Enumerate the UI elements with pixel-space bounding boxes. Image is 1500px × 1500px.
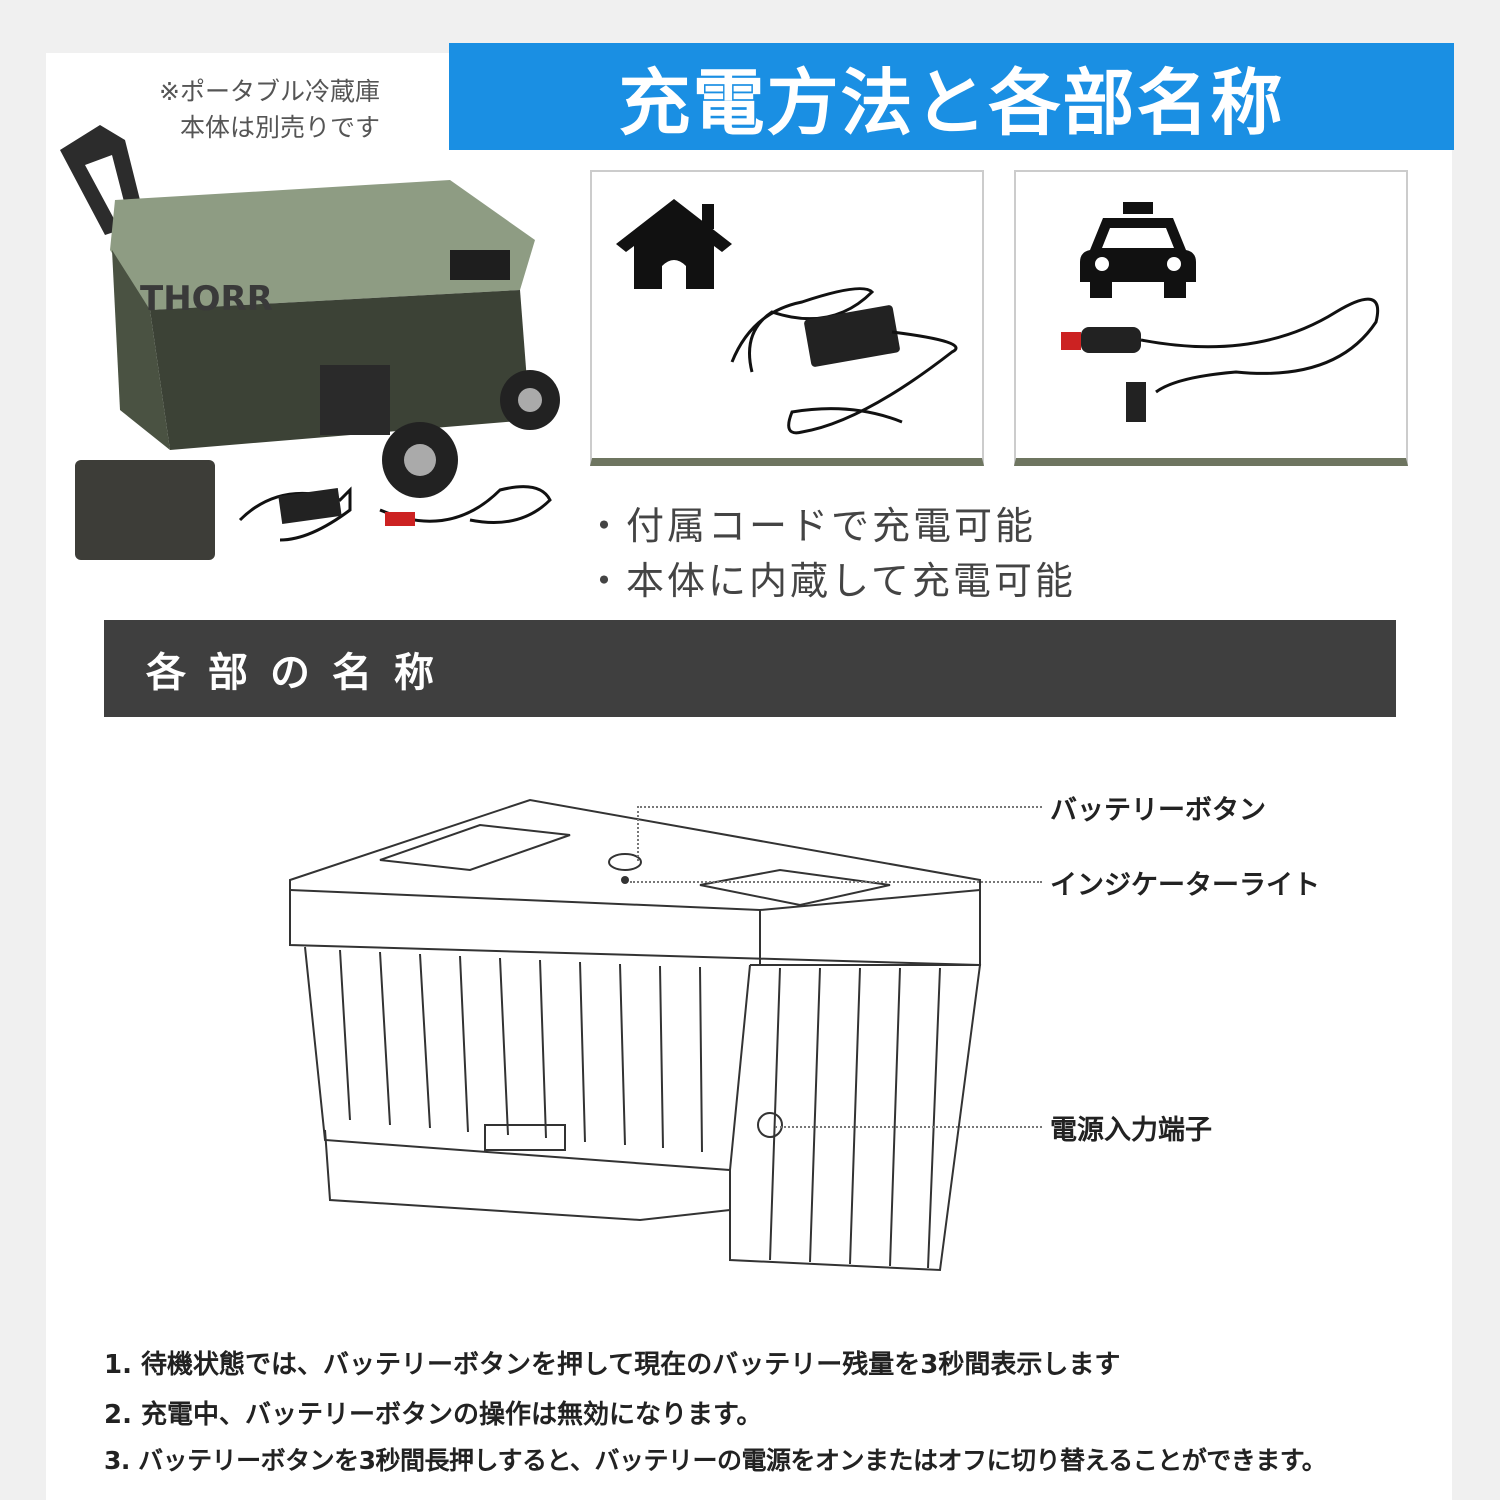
car-icon [1080,202,1196,298]
house-icon [616,199,732,289]
charging-feature-bullet: ・付属コードで充電可能 [585,504,1037,548]
battery-diagram [289,798,982,1272]
car-charging-card [1014,170,1408,466]
home-charging-card [590,170,984,466]
instruction-item: 2. 充電中、バッテリーボタンの操作は無効になります。 [104,1400,763,1430]
cooler-product-image: THORR [60,125,560,560]
note-line: ※ポータブル冷蔵庫 [159,77,380,106]
sold-separately-note: ※ポータブル冷蔵庫 本体は別売りです [100,74,380,146]
charging-feature-bullet: ・本体に内蔵して充電可能 [585,559,1076,603]
section-title-bar: 各部の名称 [104,620,1396,717]
instruction-item: 3. バッテリーボタンを3秒間長押しすると、バッテリーの電源をオンまたはオフに切… [104,1446,1327,1475]
leader-line [775,1126,1042,1128]
note-line: 本体は別売りです [179,113,380,142]
instruction-item: 1. 待機状態では、バッテリーボタンを押して現在のバッテリー残量を3秒間表示しま… [104,1350,1121,1380]
power-input-port-label: 電源入力端子 [1050,1115,1212,1146]
battery-button-label: バッテリーボタン [1050,795,1266,826]
leader-line [630,881,1042,883]
battery-image [75,460,215,560]
diagram-panel [46,598,1452,1500]
brand-logo: THORR [140,279,273,319]
leader-line [637,806,639,861]
car-charger-cable-image [1061,297,1379,422]
indicator-light-label: インジケーターライト [1050,870,1320,901]
ac-adapter-image [730,287,958,435]
leader-line [637,806,1042,808]
page-title: 充電方法と各部名称 [449,43,1454,150]
